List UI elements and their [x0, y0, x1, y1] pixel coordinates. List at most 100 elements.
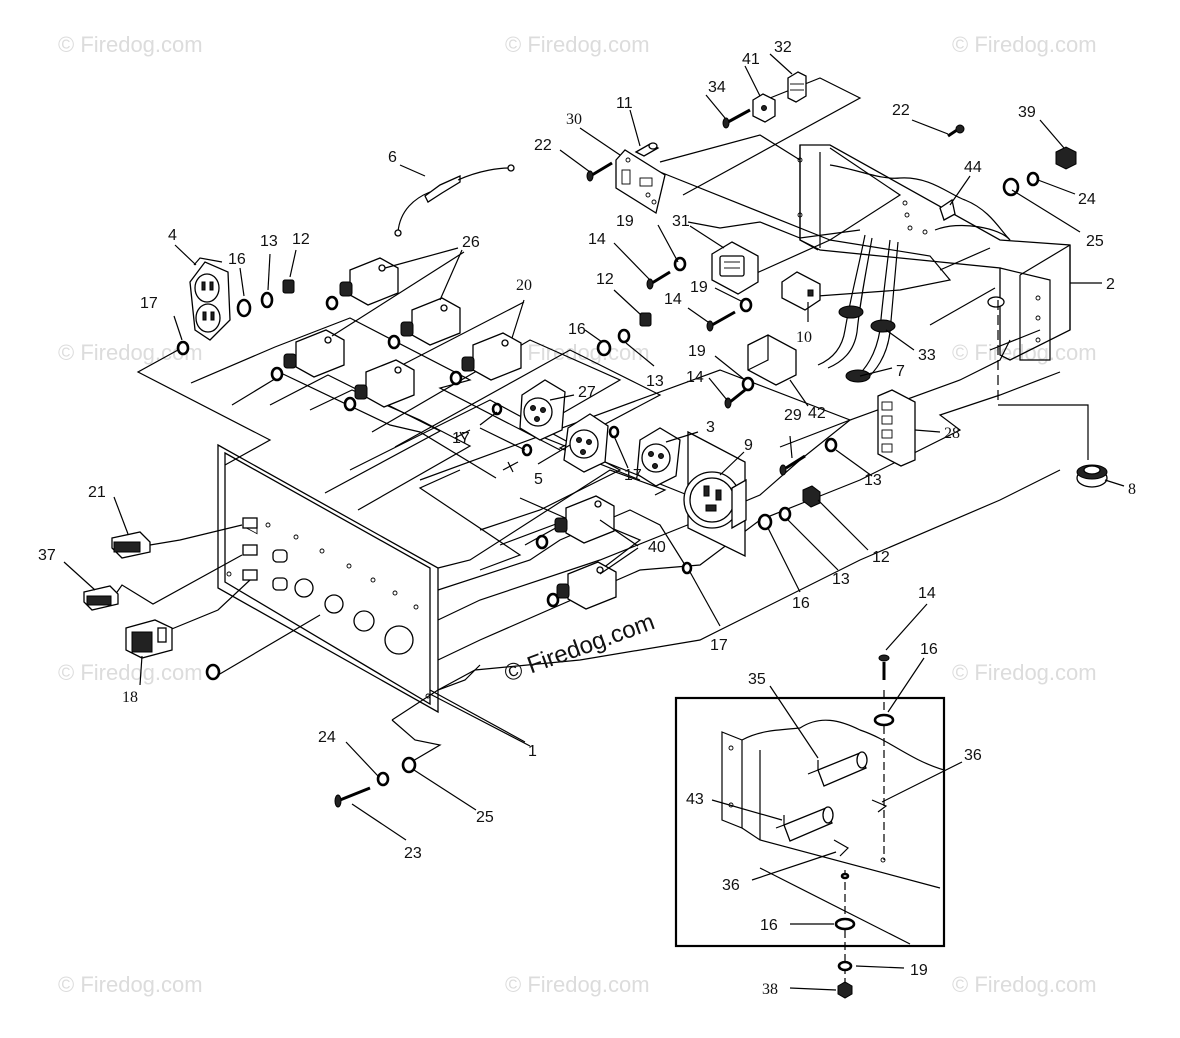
callout-39: 39 [1018, 104, 1036, 121]
callout-17: 17 [140, 295, 158, 312]
part-40-breaker [554, 495, 615, 544]
callout-16: 16 [228, 251, 246, 268]
part-21-indicator-lamp [111, 531, 151, 559]
callout-17: 17 [624, 467, 642, 484]
callout-26: 26 [462, 234, 480, 251]
part-9-receptacle [683, 430, 747, 558]
watermark: © Firedog.com [58, 972, 203, 997]
callout-12: 12 [292, 231, 310, 248]
callout-4: 4 [168, 227, 177, 244]
callout-28: 28 [944, 425, 960, 442]
callout-22: 22 [534, 137, 552, 154]
part-37-indicator-lamp [83, 585, 119, 611]
callout-leaders [63, 53, 1125, 991]
callout-14: 14 [686, 369, 704, 386]
callout-9: 9 [744, 437, 753, 454]
callout-17: 17 [452, 430, 470, 447]
callout-24: 24 [318, 729, 336, 746]
watermark: © Firedog.com [505, 972, 650, 997]
inset-hardware [837, 654, 890, 999]
part-11-fuse [634, 142, 660, 157]
part-18-switch [125, 619, 173, 659]
callout-19: 19 [910, 962, 928, 979]
callout-43: 43 [686, 791, 704, 808]
callout-24: 24 [1078, 191, 1096, 208]
callout-38: 38 [762, 981, 778, 998]
callout-19: 19 [688, 343, 706, 360]
screw [334, 786, 371, 808]
screw [779, 454, 806, 476]
part-30-circuit-board [615, 149, 666, 215]
washers-right-cluster [673, 146, 1077, 531]
screw [722, 108, 751, 129]
callout-31: 31 [672, 213, 690, 230]
part-32-terminal-block [787, 71, 807, 103]
callout-32: 32 [774, 39, 792, 56]
screw [586, 161, 613, 182]
callout-27: 27 [578, 384, 596, 401]
callout-1: 1 [528, 743, 537, 760]
part-31-receptacle-block [711, 241, 759, 295]
part-4-duplex-receptacle [189, 257, 231, 341]
callout-42: 42 [808, 405, 826, 422]
watermark: © Firedog.com [952, 660, 1097, 685]
callout-10: 10 [796, 329, 812, 346]
part-28-terminal-strip [877, 389, 916, 467]
callout-14: 14 [918, 585, 936, 602]
callout-36: 36 [722, 877, 740, 894]
callout-44: 44 [964, 159, 982, 176]
callout-16: 16 [760, 917, 778, 934]
callout-13: 13 [832, 571, 850, 588]
part-20-breaker [354, 359, 415, 408]
callout-25: 25 [476, 809, 494, 826]
watermark: © Firedog.com [58, 32, 203, 57]
part-20-breaker [461, 332, 522, 381]
callout-13: 13 [260, 233, 278, 250]
callout-37: 37 [38, 547, 56, 564]
callout-21: 21 [88, 484, 106, 501]
callout-34: 34 [708, 79, 726, 96]
callout-30: 30 [566, 111, 582, 128]
callout-14: 14 [664, 291, 682, 308]
part-40-breaker [556, 561, 617, 610]
front-panel [217, 443, 439, 714]
callout-8: 8 [1128, 481, 1136, 498]
washers-left-cluster [176, 279, 693, 681]
part-27-receptacle [519, 379, 566, 441]
callout-labels: 1 2 3 4 5 6 7 8 9 10 11 12 12 12 13 13 1… [38, 39, 1136, 998]
callout-13: 13 [864, 472, 882, 489]
watermark: © Firedog.com [952, 32, 1097, 57]
callout-14: 14 [588, 231, 606, 248]
callout-23: 23 [404, 845, 422, 862]
callout-40: 40 [648, 539, 666, 556]
circuit-breakers [283, 257, 617, 610]
watermark: © Firedog.com [58, 660, 203, 685]
callout-6: 6 [388, 149, 397, 166]
callout-22: 22 [892, 102, 910, 119]
callout-33: 33 [918, 347, 936, 364]
callout-20: 20 [516, 277, 532, 294]
callout-12: 12 [872, 549, 890, 566]
callout-18: 18 [122, 689, 138, 706]
callout-16: 16 [920, 641, 938, 658]
part-10-component [781, 271, 821, 311]
callout-25: 25 [1086, 233, 1104, 250]
callout-3: 3 [706, 419, 715, 436]
part-3-receptacle [636, 427, 681, 487]
callout-36: 36 [964, 747, 982, 764]
callout-5: 5 [534, 471, 543, 488]
part-35-resistor [807, 751, 888, 813]
callout-29: 29 [784, 407, 802, 424]
screw [724, 388, 746, 409]
callout-2: 2 [1106, 276, 1115, 293]
part-26-breaker [339, 257, 399, 306]
callout-12: 12 [596, 271, 614, 288]
screw [646, 270, 671, 290]
screw [947, 124, 965, 138]
part-42-capacitor [747, 334, 797, 386]
twist-lock-receptacles [454, 379, 681, 487]
callout-17: 17 [710, 637, 728, 654]
callout-19: 19 [690, 279, 708, 296]
callout-13: 13 [646, 373, 664, 390]
